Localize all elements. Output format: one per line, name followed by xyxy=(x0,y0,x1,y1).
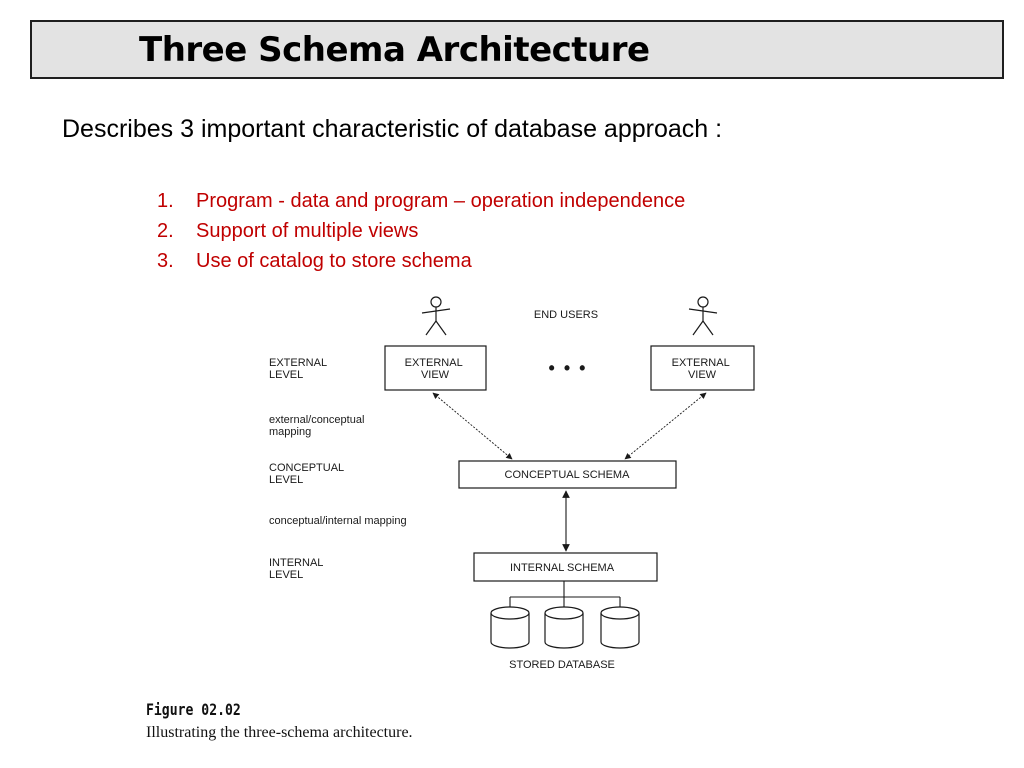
conceptual-internal-mapping-label: conceptual/internal mapping xyxy=(269,515,407,527)
list-item: 2. Support of multiple views xyxy=(157,216,685,246)
database-cylinder-icon xyxy=(490,606,530,649)
list-item: 3. Use of catalog to store schema xyxy=(157,246,685,276)
database-connector xyxy=(509,581,621,608)
user-left-icon xyxy=(421,296,451,336)
list-item-number: 1. xyxy=(157,189,174,212)
list-item-text: Use of catalog to store schema xyxy=(196,249,472,272)
database-cylinder-icon xyxy=(544,606,584,649)
list-item-text: Support of multiple views xyxy=(196,219,419,242)
mapping-arrow-left xyxy=(432,392,513,460)
conceptual-schema-box xyxy=(458,460,677,489)
stored-database-label: STORED DATABASE xyxy=(509,659,615,671)
list-item-number: 2. xyxy=(157,219,174,242)
internal-level-label: INTERNAL LEVEL xyxy=(269,557,326,581)
external-conceptual-mapping-label: external/conceptual mapping xyxy=(269,414,367,438)
user-right-icon xyxy=(688,296,718,336)
mapping-arrow-right xyxy=(624,392,707,460)
external-view-right-box xyxy=(650,345,755,391)
external-view-left-box xyxy=(384,345,487,391)
internal-schema-box xyxy=(473,552,658,582)
list-item: 1. Program - data and program – operatio… xyxy=(157,186,685,216)
figure-caption: Illustrating the three-schema architectu… xyxy=(146,724,413,741)
list-item-text: Program - data and program – operation i… xyxy=(196,189,686,212)
ellipsis: • • • xyxy=(549,358,588,378)
conceptual-schema-label: CONCEPTUAL SCHEMA xyxy=(505,469,631,481)
page-title: Three Schema Architecture xyxy=(139,30,650,70)
external-view-right-label: EXTERNAL VIEW xyxy=(672,357,733,381)
external-view-left-label: EXTERNAL VIEW xyxy=(405,357,466,381)
intro-text: Describes 3 important characteristic of … xyxy=(62,115,723,143)
list-item-number: 3. xyxy=(157,249,174,272)
end-users-label: END USERS xyxy=(534,309,598,321)
internal-schema-label: INTERNAL SCHEMA xyxy=(510,562,615,574)
database-cylinder-icon xyxy=(600,606,640,649)
figure-label: Figure 02.02 xyxy=(146,700,241,719)
conceptual-level-label: CONCEPTUAL LEVEL xyxy=(269,462,347,486)
external-level-label: EXTERNAL LEVEL xyxy=(269,357,330,381)
title-bar: Three Schema Architecture xyxy=(30,20,1004,79)
characteristics-list: 1. Program - data and program – operatio… xyxy=(157,186,685,276)
